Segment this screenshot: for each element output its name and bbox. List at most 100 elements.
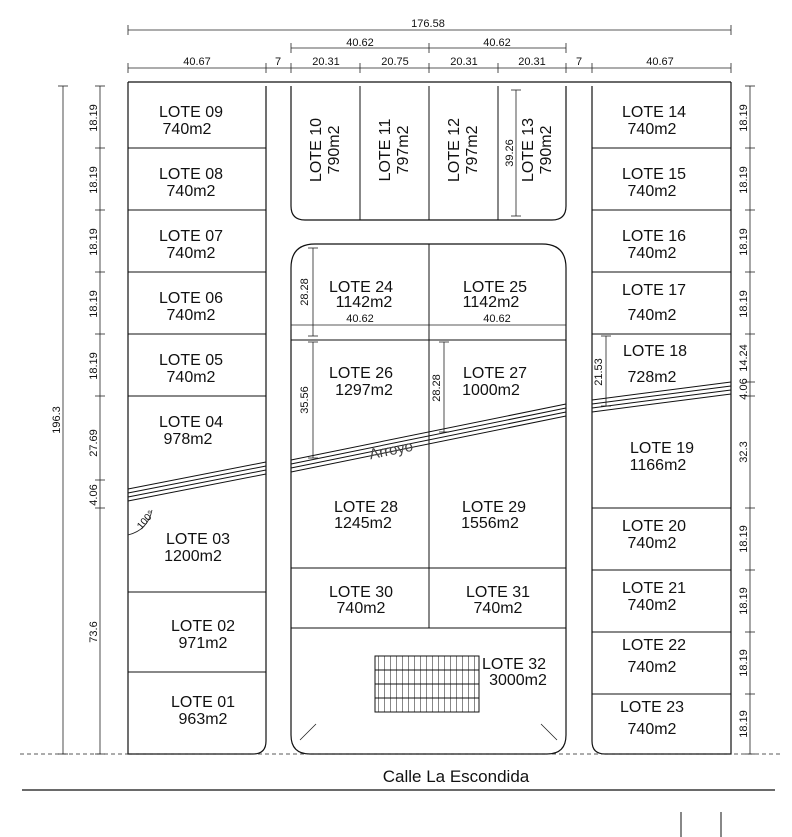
arroyo-stream: Arroyo 100°: [127, 381, 732, 536]
lote-32-area: 3000m2: [489, 672, 547, 689]
dim-lote24-width: 40.62: [346, 313, 374, 325]
dim-right-lote18: 14.24: [738, 344, 750, 372]
dim-left-lote04: 27.69: [88, 429, 100, 457]
lote-29-area: 1556m2: [461, 515, 519, 532]
dim-right-lote20: 18.19: [738, 525, 750, 553]
dim-total-width: 176.58: [411, 18, 445, 30]
dim-right-lote23: 18.19: [738, 710, 750, 738]
dim-left-block: 40.67: [183, 56, 211, 68]
lote-19-name: LOTE 19: [630, 440, 694, 457]
lote-12-area: 797m2: [464, 125, 481, 174]
lote-08-name: LOTE 08: [159, 166, 223, 183]
lot-labels: LOTE 09 740m2 LOTE 08 740m2 LOTE 07 740m…: [159, 104, 694, 738]
lote-11-area: 797m2: [395, 125, 412, 174]
arroyo-label: Arroyo: [368, 438, 415, 463]
lote-10-name: LOTE 10: [308, 118, 325, 182]
dim-lot12-width: 20.31: [450, 56, 478, 68]
dim-right-block: 40.67: [646, 56, 674, 68]
lote-11-name: LOTE 11: [377, 118, 394, 181]
dim-left-lote07: 18.19: [88, 228, 100, 256]
lote-20-area: 740m2: [628, 535, 677, 552]
dim-right-lote19: 32.3: [738, 441, 750, 462]
lote-14-area: 740m2: [628, 121, 677, 138]
street-label: Calle La Escondida: [383, 767, 530, 786]
dim-right-lote21: 18.19: [738, 587, 750, 615]
lote-18-name: LOTE 18: [623, 343, 687, 360]
lote-04-area: 978m2: [164, 431, 213, 448]
lote-17-area: 740m2: [628, 307, 677, 324]
dim-left-lote09: 18.19: [88, 104, 100, 132]
lote-25-name: LOTE 25: [463, 279, 527, 296]
lote-22-name: LOTE 22: [622, 637, 686, 654]
dim-lote13-depth: 39.26: [504, 139, 516, 167]
lote-25-area: 1142m2: [463, 294, 520, 311]
lote-30-name: LOTE 30: [329, 584, 393, 601]
lote-27-area: 1000m2: [462, 382, 520, 399]
lote-03-area: 1200m2: [164, 548, 222, 565]
lote-14-name: LOTE 14: [622, 104, 686, 121]
dim-lote27-depth: 28.28: [431, 374, 443, 402]
lote-28-area: 1245m2: [334, 515, 392, 532]
lote-09-name: LOTE 09: [159, 104, 223, 121]
dim-street-left: 7: [275, 56, 281, 68]
lote-10-area: 790m2: [326, 125, 343, 174]
right-dimensions: 18.19 18.19 18.19 18.19 14.24 4.06 32.3 …: [738, 85, 755, 755]
dim-block-center-a: 40.62: [346, 37, 374, 49]
lote-08-area: 740m2: [167, 183, 216, 200]
lote-29-name: LOTE 29: [462, 499, 526, 516]
lote-19-area: 1166m2: [630, 457, 687, 474]
lote-24-name: LOTE 24: [329, 279, 393, 296]
lote-01-area: 963m2: [179, 711, 228, 728]
dim-left-lote06: 18.19: [88, 290, 100, 318]
dim-left-arroyo: 4.06: [88, 484, 100, 505]
lote-09-area: 740m2: [163, 121, 212, 138]
dim-right-arroyo: 4.06: [738, 378, 750, 399]
lote-15-name: LOTE 15: [622, 166, 686, 183]
top-center-block: 39.26: [290, 86, 567, 221]
lote-24-area: 1142m2: [336, 294, 393, 311]
lote-13-name: LOTE 13: [520, 118, 537, 182]
lote-16-name: LOTE 16: [622, 228, 686, 245]
dim-lote18-depth: 21.53: [593, 358, 605, 386]
lote-23-area: 740m2: [628, 721, 677, 738]
dim-right-lote14: 18.19: [738, 104, 750, 132]
lote-12-name: LOTE 12: [446, 118, 463, 182]
right-block: 21.53: [591, 82, 732, 755]
lote-05-name: LOTE 05: [159, 352, 223, 369]
lote-04-name: LOTE 04: [159, 414, 223, 431]
dim-lot13-width: 20.31: [518, 56, 546, 68]
dim-right-lote22: 18.19: [738, 649, 750, 677]
lote-01-name: LOTE 01: [171, 694, 235, 711]
lote-02-area: 971m2: [179, 635, 228, 652]
lote-13-area: 790m2: [538, 125, 555, 174]
left-dimensions: 196.3 18.19 18.19 18.19 18.19 18.19 27.6…: [51, 85, 105, 755]
lote-05-area: 740m2: [167, 369, 216, 386]
dim-right-lote16: 18.19: [738, 228, 750, 256]
lote-07-area: 740m2: [167, 245, 216, 262]
dim-total-height: 196.3: [51, 406, 63, 434]
dim-left-lote05: 18.19: [88, 352, 100, 380]
lote-07-name: LOTE 07: [159, 228, 223, 245]
lote-30-area: 740m2: [337, 600, 386, 617]
lote-21-area: 740m2: [628, 597, 677, 614]
top-dimensions: 176.58 40.62 40.62 40.67 7 20.31 20.75 2…: [127, 18, 732, 73]
lote-16-area: 740m2: [628, 245, 677, 262]
lote-23-name: LOTE 23: [620, 699, 684, 716]
dim-block-center-b: 40.62: [483, 37, 511, 49]
lote-06-name: LOTE 06: [159, 290, 223, 307]
lote-26-name: LOTE 26: [329, 365, 393, 382]
lote-02-name: LOTE 02: [171, 618, 235, 635]
street: Calle La Escondida: [20, 753, 780, 837]
dim-right-lote17: 18.19: [738, 290, 750, 318]
lote-31-name: LOTE 31: [466, 584, 530, 601]
dim-lot11-width: 20.75: [381, 56, 409, 68]
angle-label: 100°: [135, 509, 157, 532]
dim-street-right: 7: [576, 56, 582, 68]
lote-17-name: LOTE 17: [622, 282, 686, 299]
lote-18-area: 728m2: [628, 369, 677, 386]
lote-27-name: LOTE 27: [463, 365, 527, 382]
dim-lote25-width: 40.62: [483, 313, 511, 325]
lote-22-area: 740m2: [628, 659, 677, 676]
lote-31-area: 740m2: [474, 600, 523, 617]
